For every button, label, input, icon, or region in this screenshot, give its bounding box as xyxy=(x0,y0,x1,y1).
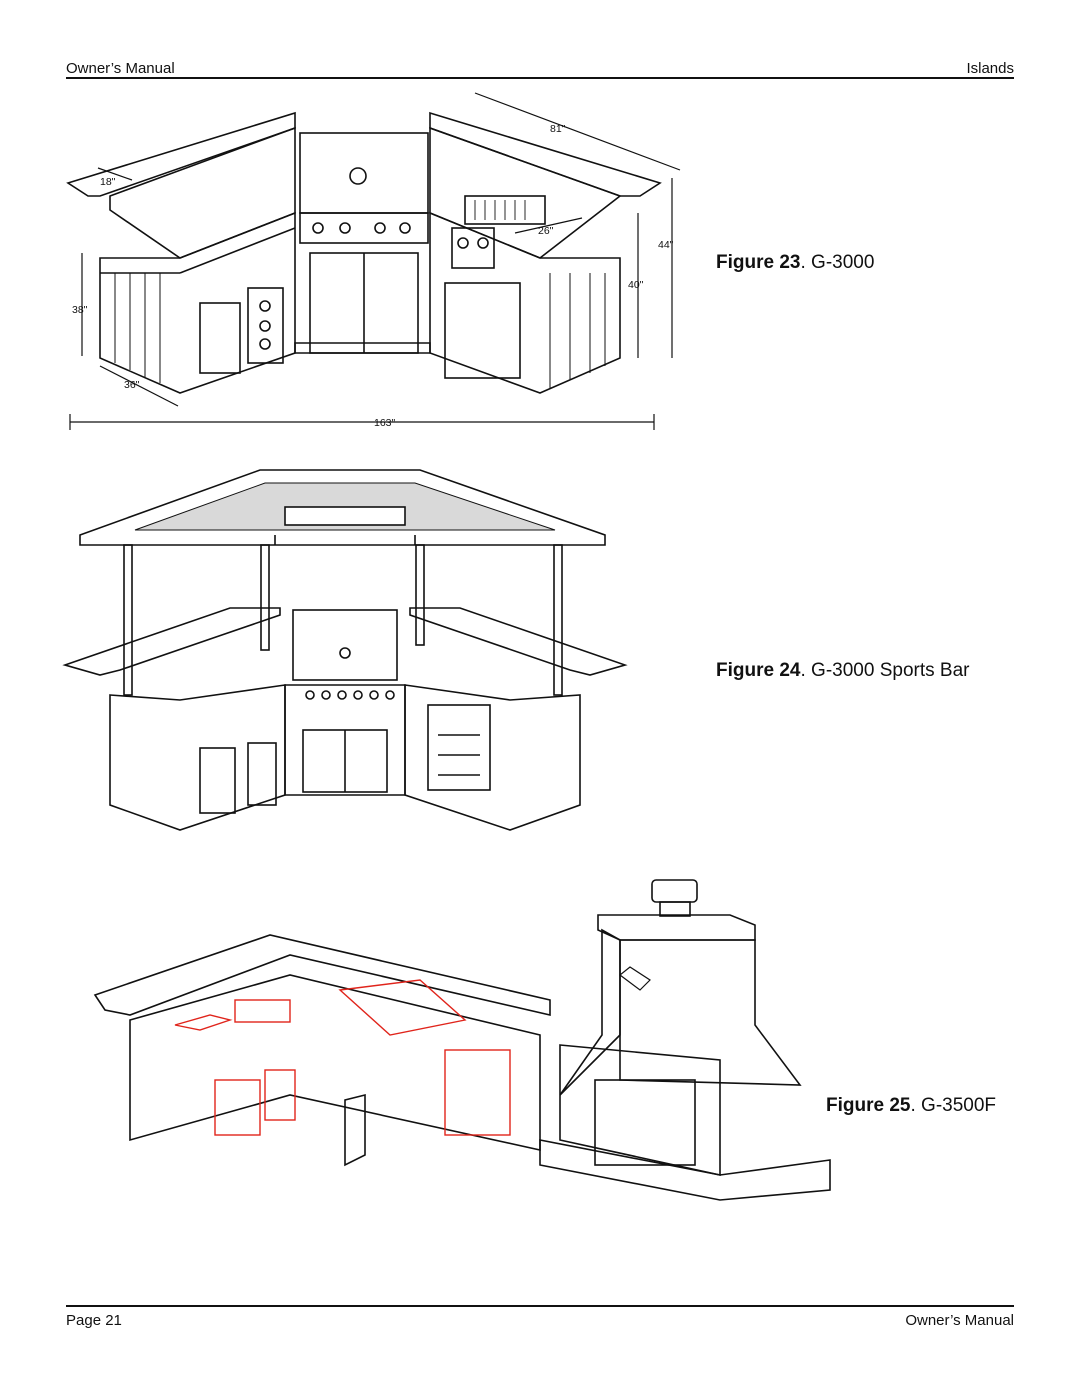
dim-18: 18" xyxy=(100,176,116,188)
access-door xyxy=(214,1079,261,1136)
figure-24-illustration xyxy=(62,469,628,831)
dim-40: 40" xyxy=(628,279,644,291)
dim-38: 38" xyxy=(72,304,88,316)
figure-23-label: Figure 23 xyxy=(716,252,801,273)
chimney-cap xyxy=(651,879,698,903)
left-bar-counter xyxy=(62,607,281,676)
figure-23-illustration: 81" 18" 26" 44" 40" 38" 36" 163" xyxy=(66,92,681,430)
figure-24-caption: Figure 24. G-3000 Sports Bar xyxy=(716,660,970,681)
drawers xyxy=(264,1069,296,1121)
left-island-base xyxy=(109,684,286,831)
post-3 xyxy=(415,544,425,646)
g3500f-base xyxy=(129,974,541,1151)
grill xyxy=(338,979,467,1036)
center-grill-hood xyxy=(299,132,429,214)
grill-control-panel xyxy=(299,212,429,244)
figure-24-title: G-3000 Sports Bar xyxy=(811,660,970,681)
left-drawers xyxy=(247,287,284,364)
figure-25-label: Figure 25 xyxy=(826,1095,911,1116)
fireplace-opening xyxy=(594,1079,696,1166)
open-door xyxy=(344,1093,366,1167)
side-burner xyxy=(234,999,291,1023)
footer-title: Owner’s Manual xyxy=(905,1312,1014,1329)
chimney-body xyxy=(619,939,802,1086)
right-refrigerator xyxy=(444,282,521,379)
left-counter-top xyxy=(66,111,296,197)
drawers xyxy=(247,742,277,806)
figure-23-caption: Figure 23. G-3000 xyxy=(716,252,875,273)
fireplace xyxy=(559,1044,721,1176)
right-base xyxy=(429,211,621,394)
right-bar-counter xyxy=(409,607,628,676)
header-title: Owner’s Manual xyxy=(66,60,175,77)
refrigerator xyxy=(444,1049,511,1136)
grill-thermometer xyxy=(349,167,367,185)
footer-page: Page 21 xyxy=(66,1312,122,1329)
figure-24-label: Figure 24 xyxy=(716,660,801,681)
dim-36: 36" xyxy=(124,379,140,391)
right-counter-top xyxy=(429,111,662,197)
gazebo-roof xyxy=(79,469,606,546)
dim-44: 44" xyxy=(658,239,674,251)
chimney-top xyxy=(597,914,756,941)
side-burner xyxy=(464,195,546,225)
dim-26: 26" xyxy=(538,225,554,237)
sink xyxy=(174,1014,233,1031)
header-section: Islands xyxy=(966,60,1014,77)
sports-bar-grill xyxy=(292,609,398,681)
right-counter-surface xyxy=(429,126,622,259)
hearth xyxy=(539,1139,831,1201)
figure-25-illustration xyxy=(93,879,831,1201)
footer-rule xyxy=(66,1305,1014,1307)
dim-163: 163" xyxy=(374,417,396,429)
post-4 xyxy=(553,544,563,696)
side-burner-control xyxy=(451,227,495,269)
left-vent-panel xyxy=(199,302,241,374)
figure-25-caption: Figure 25. G-3500F xyxy=(826,1095,997,1116)
header-rule xyxy=(66,77,1014,79)
g3500f-counter xyxy=(93,934,551,1017)
right-island-base xyxy=(404,684,581,831)
access-door xyxy=(199,747,236,814)
figure-23-title: G-3000 xyxy=(811,252,875,273)
wine-cooler xyxy=(427,704,491,791)
post-2 xyxy=(260,544,270,651)
post-1 xyxy=(123,544,133,696)
figure-25-title: G-3500F xyxy=(921,1095,997,1116)
dim-81: 81" xyxy=(550,123,566,135)
